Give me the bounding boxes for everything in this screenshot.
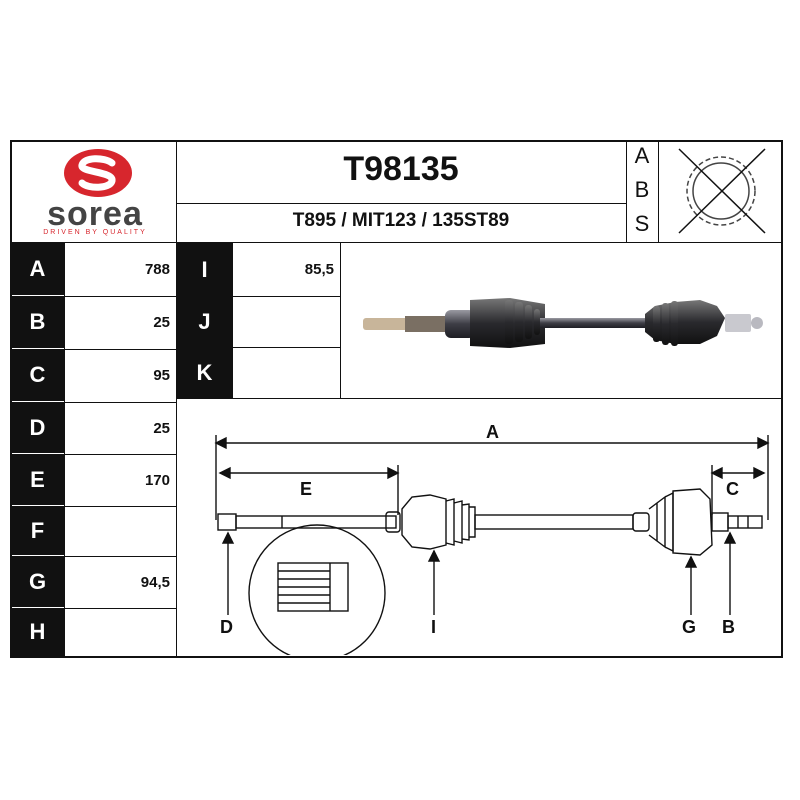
dim-value-i: 85,5 [304, 261, 334, 278]
cross-references: T895 / MIT123 / 135ST89 [292, 210, 510, 231]
diagram-label-c: C [726, 479, 739, 499]
dim-value-row: 788 [144, 261, 170, 278]
dim-key-j: J [177, 297, 232, 347]
abs-letter-b: B [628, 177, 656, 203]
brand-tagline: DRIVEN BY QUALITY [43, 229, 147, 236]
dim-key-row: C [11, 349, 64, 401]
dim-value-row: 94,5 [140, 573, 170, 591]
diagram-label-g: G [682, 617, 697, 637]
dim-key-i: I [177, 243, 232, 296]
drive-shaft-photo [345, 248, 775, 393]
dim-value-row: 95 [153, 367, 170, 384]
abs-ring-crossed-icon [665, 143, 777, 239]
brand-name: sorea [47, 195, 143, 233]
dim-key-row: A [11, 243, 64, 295]
sorea-logo-icon [64, 149, 132, 197]
dim-key-row: D [11, 402, 64, 453]
dim-key-row: E [11, 454, 64, 505]
diagram-label-i: I [431, 617, 437, 637]
dim-value-row [64, 608, 170, 657]
dim-key-row: H [11, 608, 64, 656]
diagram-label-d: D [220, 617, 233, 637]
dim-value-k [232, 348, 334, 398]
dim-value-row: 25 [153, 314, 170, 331]
abs-letter-a: A [628, 143, 656, 169]
diagram-label-b: B [722, 617, 735, 637]
diagram-label-e: E [300, 479, 313, 499]
dim-value-row: 25 [153, 419, 170, 437]
technical-diagram: A E C D I G B [190, 405, 780, 662]
dim-value-j [232, 297, 334, 347]
abs-letter-s: S [628, 211, 656, 237]
dim-key-row: B [11, 296, 64, 348]
part-number: T98135 [343, 150, 459, 188]
brand-logo: sorea DRIVEN BY QUALITY [20, 145, 170, 240]
dim-key-row: F [11, 506, 64, 555]
dim-key-row: G [11, 556, 64, 607]
dim-value-row [64, 506, 170, 556]
dim-key-k: K [177, 348, 232, 398]
diagram-label-a: A [486, 422, 499, 442]
abs-letters: A B S [626, 141, 658, 241]
dim-value-row: 170 [144, 471, 170, 489]
